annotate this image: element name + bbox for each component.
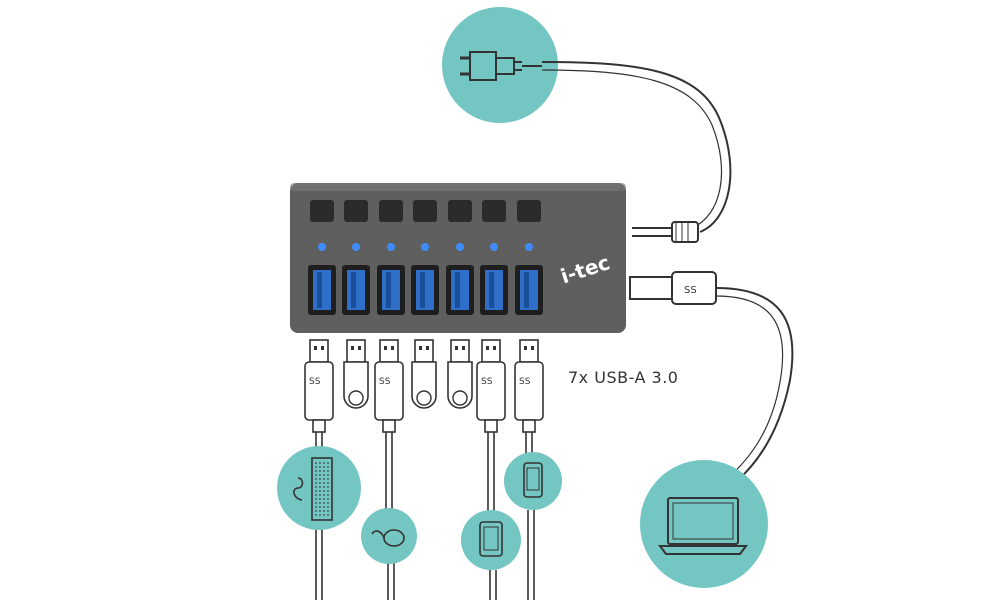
ss-badge: SS: [519, 377, 531, 387]
upstream-cable: [715, 287, 794, 481]
dc-jack-connector: [632, 221, 699, 243]
usb-a-port: [377, 265, 405, 315]
tablet-icon: [461, 510, 521, 570]
usb-a-port: [446, 265, 474, 315]
downstream-connectors: SS SS SS SS: [304, 339, 544, 433]
usb-a-cable-connector: SS: [476, 339, 506, 433]
usb-a-port: [342, 265, 370, 315]
status-led: [387, 243, 395, 251]
power-button: [344, 200, 368, 222]
usb-hub: i-tec: [290, 183, 626, 333]
laptop-icon: [640, 460, 768, 588]
status-led: [352, 243, 360, 251]
usb-a-cable-connector: SS: [374, 339, 404, 433]
usb-b-connector: SS: [629, 271, 717, 305]
usb-a-cable-connector: SS: [304, 339, 334, 433]
power-cable: [541, 61, 732, 233]
hub-status-leds: [318, 243, 533, 251]
hub-usb-ports: [308, 265, 543, 315]
usb-a-port: [480, 265, 508, 315]
ss-badge: SS: [379, 377, 391, 387]
status-led: [318, 243, 326, 251]
ports-label: 7x USB-A 3.0: [568, 368, 679, 387]
usb-a-port: [515, 265, 543, 315]
power-button: [379, 200, 403, 222]
status-led: [421, 243, 429, 251]
smartphone-icon: [504, 452, 562, 510]
ss-badge-upstream: SS: [684, 285, 697, 296]
usb-a-cable-connector: SS: [514, 339, 544, 433]
power-button: [448, 200, 472, 222]
power-button: [517, 200, 541, 222]
status-led: [490, 243, 498, 251]
power-plug-icon: [442, 7, 558, 123]
power-button: [482, 200, 506, 222]
mouse-icon: [361, 508, 417, 564]
power-button: [310, 200, 334, 222]
usb-flash-drive: [411, 339, 437, 409]
usb-a-port: [411, 265, 439, 315]
status-led: [525, 243, 533, 251]
keyboard-icon: [277, 446, 361, 530]
ss-badge: SS: [309, 377, 321, 387]
power-button: [413, 200, 437, 222]
usb-flash-drive: [447, 339, 473, 409]
usb-flash-drive: [343, 339, 369, 409]
hub-power-buttons: [310, 200, 541, 222]
usb-a-port: [308, 265, 336, 315]
status-led: [456, 243, 464, 251]
ss-badge: SS: [481, 377, 493, 387]
